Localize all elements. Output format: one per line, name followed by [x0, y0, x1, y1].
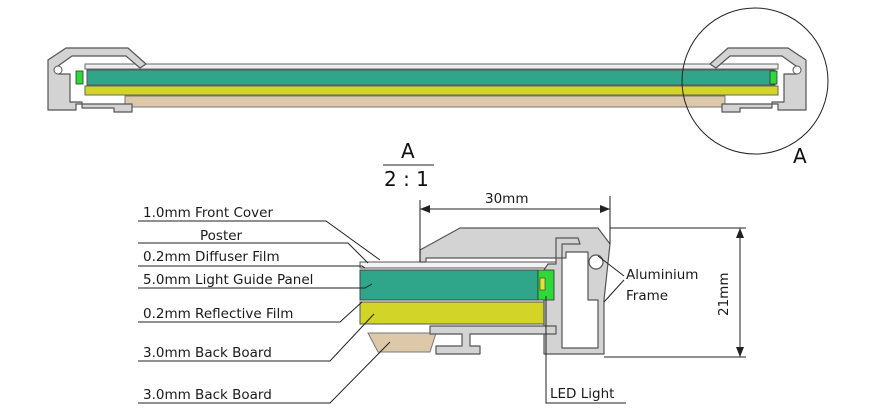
detail-led-chip [539, 277, 546, 291]
detail-reflective-layer [359, 301, 557, 325]
dim-height-arrow-bottom [736, 347, 744, 357]
scale-bottom-text: 2 : 1 [384, 167, 429, 191]
overview-light-guide-panel [86, 69, 776, 86]
overview-reflective-layer [84, 85, 779, 96]
dim-height-arrow-top [736, 228, 744, 238]
scale-top-text: A [401, 139, 415, 163]
label-aluminium-frame-line2: Frame [626, 288, 668, 304]
detail-back-clip [429, 325, 557, 355]
overview-right-screw-slot [792, 65, 802, 75]
leader-aluminium-frame-b [603, 279, 625, 303]
leader-reflective-film [138, 301, 363, 323]
leader-back-board-2 [138, 341, 391, 404]
overview-left-screw-slot [53, 65, 63, 75]
leader-diffuser-film [138, 265, 366, 269]
leader-aluminium-frame-a [597, 255, 625, 277]
label-front-cover: 1.0mm Front Cover [143, 205, 273, 221]
overview-left-led [75, 70, 84, 85]
leader-poster [138, 242, 369, 264]
detail-screw-channel [588, 254, 604, 270]
detail-circle [681, 7, 829, 155]
label-diffuser-film: 0.2mm Diffuser Film [143, 249, 280, 265]
dim-width-arrow-right [600, 205, 610, 213]
leader-led-light [545, 296, 626, 404]
label-light-guide-panel: 5.0mm Light Guide Panel [143, 272, 313, 288]
leader-back-board-1 [138, 313, 375, 362]
callouts: 1.0mm Front Cover Poster 0.2mm Diffuser … [138, 205, 698, 404]
overview-back-board [124, 95, 726, 108]
label-poster: Poster [200, 228, 243, 244]
detail-marker: A [793, 144, 807, 168]
overview-right-led [769, 70, 778, 85]
overview-section: A [47, 7, 829, 168]
overview-right-frame [709, 47, 807, 113]
detail-light-guide-panel [359, 269, 539, 301]
detail-back-board [367, 332, 437, 353]
label-reflective-film: 0.2mm Reflective Film [143, 306, 293, 322]
dim-height-text: 21mm [716, 273, 732, 316]
label-back-board-2: 3.0mm Back Board [143, 387, 272, 403]
label-led-light: LED Light [550, 386, 614, 402]
overview-left-frame [47, 47, 147, 113]
label-back-board-1: 3.0mm Back Board [143, 345, 272, 361]
label-aluminium-frame-line1: Aluminium [626, 267, 698, 283]
leader-light-guide-panel [138, 283, 373, 289]
leader-front-cover [138, 220, 381, 261]
dim-width-text: 30mm [485, 191, 528, 207]
dim-width-arrow-left [420, 205, 430, 213]
overview-front-cover [84, 63, 779, 70]
detail-section: 30mm 21mm [359, 191, 746, 358]
detail-front-cover [359, 261, 557, 269]
detail-scale-note: A 2 : 1 [383, 139, 434, 191]
